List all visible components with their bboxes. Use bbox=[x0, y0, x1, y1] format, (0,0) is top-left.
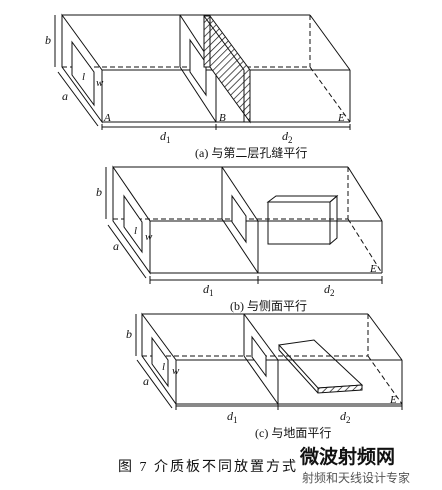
panel-c-slot-2 bbox=[251, 335, 267, 378]
panel-c-caption: (c) 与地面平行 bbox=[255, 426, 331, 440]
panel-b-caption: (b) 与侧面平行 bbox=[230, 299, 307, 313]
watermark: 微波射频网 射频和天线设计专家 bbox=[299, 445, 410, 485]
panel-a-label-B: B bbox=[219, 112, 226, 124]
figure-caption: 图 7 介质板不同放置方式 bbox=[118, 459, 298, 475]
panel-a-label-A: A bbox=[103, 112, 111, 124]
panel-c-dielectric-board bbox=[277, 339, 364, 394]
panel-a-label-d2: d2 bbox=[282, 129, 293, 145]
panel-b-label-d2: d2 bbox=[324, 282, 335, 298]
panel-c-label-d2: d2 bbox=[340, 409, 351, 425]
panel-b-label-b: b bbox=[96, 185, 102, 199]
panel-c: b a l w E d1 d2 (c) 与地面平行 bbox=[126, 312, 403, 440]
panel-b: b a l w E d1 d2 (b) 与侧面平行 bbox=[96, 165, 383, 313]
panel-a-dielectric-board bbox=[203, 14, 251, 124]
panel-b-slot-2 bbox=[231, 194, 247, 244]
panel-c-label-d1: d1 bbox=[227, 409, 238, 425]
panel-c-slot-1 bbox=[151, 336, 169, 388]
panel-a-caption: (a) 与第二层孔缝平行 bbox=[195, 145, 307, 160]
panel-b-label-d1: d1 bbox=[203, 282, 214, 298]
panel-a-label-b: b bbox=[45, 33, 51, 47]
panel-b-box bbox=[112, 165, 383, 275]
panel-b-label-l: l bbox=[134, 225, 137, 237]
panel-c-label-w: w bbox=[172, 365, 180, 377]
panel-a-label-a: a bbox=[62, 89, 68, 103]
panel-b-slot-1 bbox=[123, 194, 143, 254]
panel-b-label-E: E bbox=[369, 263, 377, 275]
panel-a-label-w: w bbox=[96, 77, 104, 89]
panel-a: b a l w A B E d1 d2 (a) 与第二层孔缝平行 bbox=[45, 13, 351, 160]
panel-a-label-l: l bbox=[82, 71, 85, 83]
panel-c-label-b: b bbox=[126, 327, 132, 341]
panel-c-box bbox=[141, 312, 403, 406]
panel-a-dim-a bbox=[57, 71, 99, 127]
panel-a-slot-1 bbox=[71, 40, 95, 107]
panel-a-slot-2 bbox=[189, 38, 207, 97]
panel-b-label-w: w bbox=[145, 231, 153, 243]
panel-a-label-d1: d1 bbox=[160, 129, 171, 145]
panel-c-label-E: E bbox=[389, 394, 397, 406]
panel-a-label-E: E bbox=[337, 112, 345, 124]
panel-b-dielectric-board bbox=[266, 194, 339, 246]
panel-c-label-l: l bbox=[162, 361, 165, 373]
watermark-line1: 微波射频网 bbox=[299, 445, 395, 468]
panel-c-label-a: a bbox=[143, 374, 149, 388]
panel-b-label-a: a bbox=[113, 239, 119, 253]
watermark-line2: 射频和天线设计专家 bbox=[302, 470, 410, 485]
